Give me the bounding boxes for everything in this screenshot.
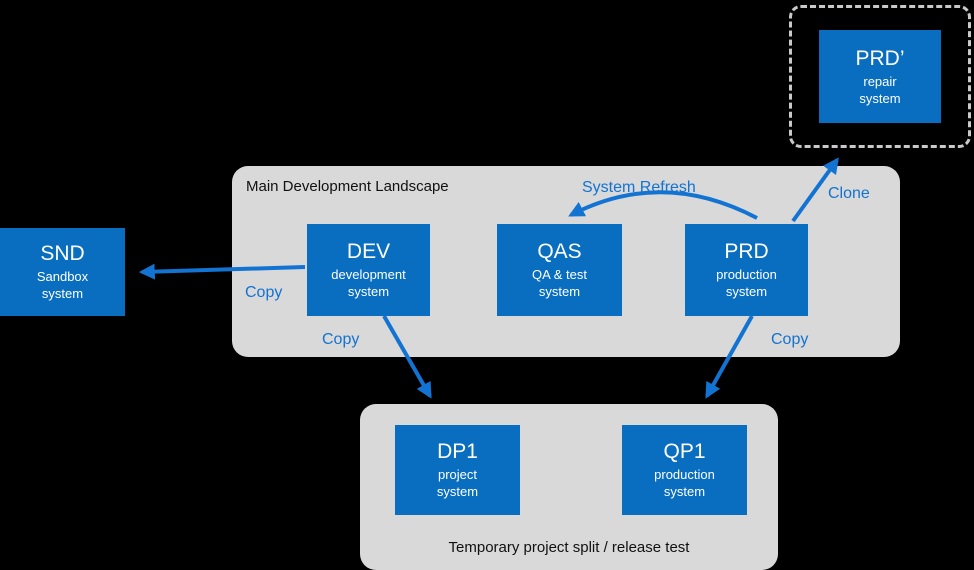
temp-project-split-label: Temporary project split / release test [448, 539, 690, 556]
dp1-title: DP1 [437, 440, 478, 464]
qas-title: QAS [537, 240, 582, 264]
copy-qp1-label: Copy [771, 331, 809, 348]
qas-system-box: QAS QA & test system [497, 224, 622, 316]
prd-subtitle: production system [716, 267, 777, 300]
prd-title: PRD [724, 240, 769, 264]
copy-snd-label: Copy [245, 284, 283, 301]
dp1-subtitle: project system [436, 467, 479, 500]
repair-system-dashed-container: PRD’ repair system [789, 5, 971, 148]
qas-subtitle: QA & test system [532, 267, 587, 300]
dev-subtitle: development system [331, 267, 406, 300]
clone-label: Clone [828, 185, 870, 202]
snd-title: SND [40, 242, 85, 266]
prd-repair-system-box: PRD’ repair system [819, 30, 941, 123]
dev-system-box: DEV development system [307, 224, 430, 316]
snd-system-box: SND Sandbox system [0, 228, 125, 316]
dev-title: DEV [346, 240, 391, 264]
main-development-landscape-label: Main Development Landscape [246, 178, 449, 195]
qp1-system-box: QP1 production system [622, 425, 747, 515]
prd-repair-title: PRD’ [855, 46, 905, 70]
dp1-system-box: DP1 project system [395, 425, 520, 515]
prd-repair-subtitle: repair system [859, 73, 901, 106]
system-refresh-label: System Refresh [582, 179, 696, 196]
snd-subtitle: Sandbox system [36, 269, 89, 302]
qp1-title: QP1 [663, 440, 706, 464]
prd-system-box: PRD production system [685, 224, 808, 316]
copy-dp1-label: Copy [322, 331, 360, 348]
qp1-subtitle: production system [654, 467, 715, 500]
